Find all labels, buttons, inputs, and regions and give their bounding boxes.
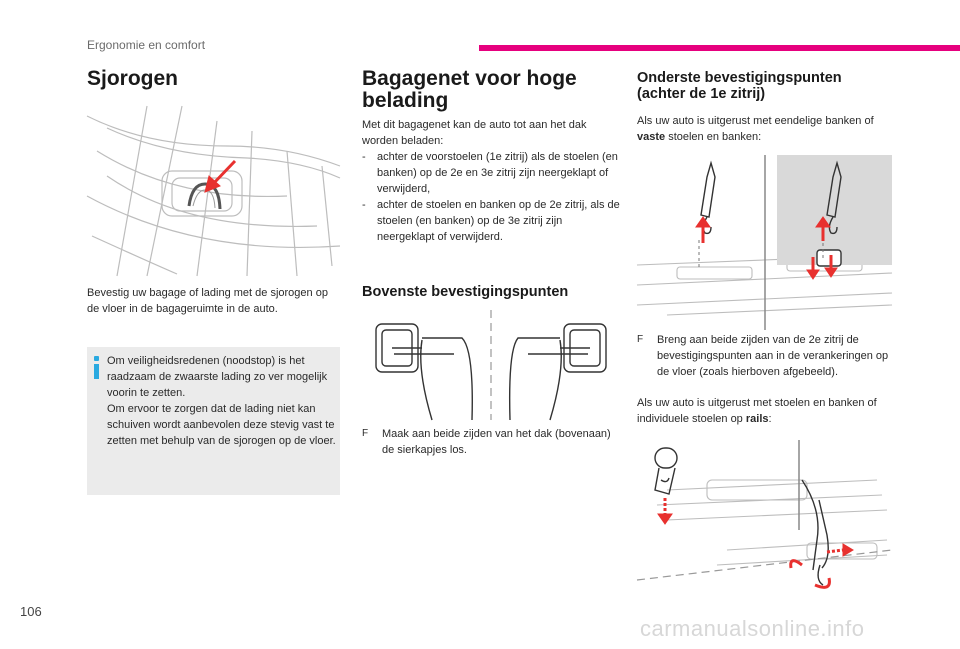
bovenste-instruction: F Maak aan beide zijden van het dak (bov… (362, 428, 611, 456)
section-label: Ergonomie en comfort (87, 38, 206, 52)
sjorogen-body: Bevestig uw bagage of lading met de sjor… (87, 287, 328, 315)
bagagenet-list: - achter de voorstoelen (1e zitrij) als … (362, 149, 620, 245)
list-item: - achter de voorstoelen (1e zitrij) als … (362, 151, 618, 195)
illustration-sjorogen (86, 105, 341, 277)
bullet-icon: F (362, 428, 369, 439)
list-item: - achter de stoelen en banken op de 2e z… (362, 199, 620, 243)
title-onderste: Onderste bevestigingspunten (achter de 1… (637, 70, 842, 102)
illustration-onderste-vaste (636, 155, 893, 330)
bullet-icon: F (637, 334, 644, 345)
onderste-para1: Als uw auto is uitgerust met eendelige b… (637, 115, 874, 143)
title-bagagenet: Bagagenet voor hoge belading (362, 67, 577, 112)
info-line-1: Om veiligheidsredenen (noodstop) is het … (107, 355, 328, 399)
subtitle-bovenste: Bovenste bevestigingspunten (362, 284, 569, 300)
onderste-instruction: F Breng aan beide zijden van de 2e zitri… (637, 334, 889, 378)
onderste-para2: Als uw auto is uitgerust met stoelen en … (637, 397, 877, 425)
info-line-2: Om ervoor te zorgen dat de lading niet k… (107, 403, 336, 447)
bagagenet-intro: Met dit bagagenet kan de auto tot aan he… (362, 119, 587, 147)
title-sjorogen: Sjorogen (87, 67, 179, 90)
section-accent-bar (479, 45, 960, 51)
watermark: carmanualsonline.info (640, 616, 865, 641)
arrow-red (204, 159, 237, 193)
info-box: Om veiligheidsredenen (noodstop) is het … (87, 347, 340, 495)
illustration-onderste-rails (636, 440, 893, 589)
page-number: 106 (20, 604, 42, 619)
illustration-bovenste-bevestiging (375, 310, 607, 421)
info-icon (94, 356, 99, 379)
